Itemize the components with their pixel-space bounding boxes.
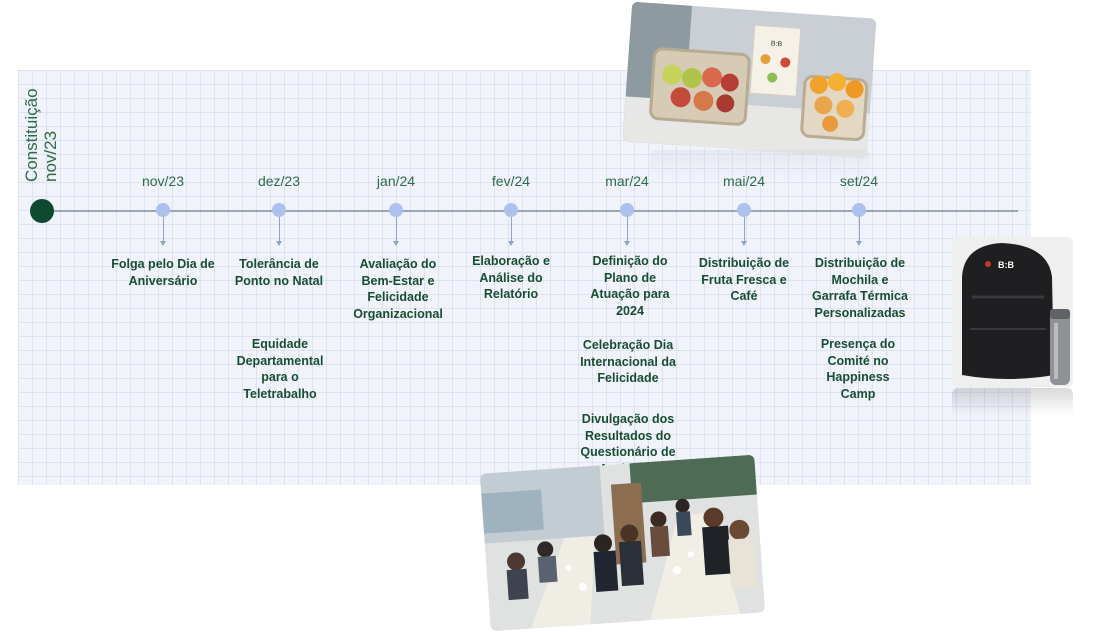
team-photo: [479, 454, 766, 632]
arrow-head-icon: [160, 241, 166, 246]
month-label: fev/24: [491, 173, 531, 189]
connector-line: [396, 217, 397, 243]
svg-text:B:B: B:B: [998, 260, 1014, 270]
event-label: Presença do Comité no Happiness Camp: [820, 337, 896, 401]
month-label: set/24: [839, 173, 879, 189]
arrow-head-icon: [393, 241, 399, 246]
backpack-photo: B:B: [952, 237, 1073, 387]
start-marker: [30, 199, 54, 223]
svg-text:B:B: B:B: [771, 40, 783, 48]
event-label: Equidade Departamental para o Teletrabal…: [236, 337, 324, 401]
backpack-photo-image: B:B: [952, 237, 1073, 387]
event-label: Avaliação do Bem-Estar e Felicidade Orga…: [353, 257, 443, 321]
event-label: Folga pelo Dia de Aniversário: [111, 257, 215, 288]
month-label: mar/24: [605, 173, 649, 189]
event-label: Tolerância de Ponto no Natal: [234, 257, 324, 288]
arrow-head-icon: [276, 241, 282, 246]
arrow-head-icon: [508, 241, 514, 246]
fruit-photo-image: B:B: [622, 1, 877, 159]
milestone-node: [272, 203, 286, 217]
milestone-node: [852, 203, 866, 217]
arrow-head-icon: [741, 241, 747, 246]
connector-line: [859, 217, 860, 243]
month-label: jan/24: [376, 173, 416, 189]
team-photo-image: [479, 454, 766, 632]
arrow-head-icon: [856, 241, 862, 246]
event-label: Definição do Plano de Atuação para 2024: [590, 254, 670, 318]
milestone-node: [389, 203, 403, 217]
milestone-node: [620, 203, 634, 217]
event-label: Celebração Dia Internacional da Felicida…: [580, 338, 676, 385]
connector-line: [511, 217, 512, 243]
start-title: Constituição: [22, 88, 41, 182]
fruit-photo: B:B: [622, 1, 877, 159]
milestone-node: [504, 203, 518, 217]
milestone-node: [737, 203, 751, 217]
connector-line: [279, 217, 280, 243]
event-label: Distribuição de Fruta Fresca e Café: [698, 256, 790, 303]
arrow-head-icon: [624, 241, 630, 246]
milestone-node: [156, 203, 170, 217]
start-date: nov/23: [41, 130, 60, 182]
month-label: dez/23: [257, 173, 301, 189]
month-label: mai/24: [722, 173, 766, 189]
timeline-axis: [42, 210, 1018, 212]
connector-line: [744, 217, 745, 243]
fruit-photo-reflection: [650, 150, 870, 190]
start-label: Constituição nov/23: [22, 62, 66, 182]
backpack-photo-reflection: [952, 388, 1073, 428]
connector-line: [627, 217, 628, 243]
event-label: Distribuição de Mochila e Garrafa Térmic…: [812, 256, 908, 320]
connector-line: [163, 217, 164, 243]
month-label: nov/23: [141, 173, 185, 189]
event-label: Elaboração e Análise do Relatório: [472, 254, 550, 301]
